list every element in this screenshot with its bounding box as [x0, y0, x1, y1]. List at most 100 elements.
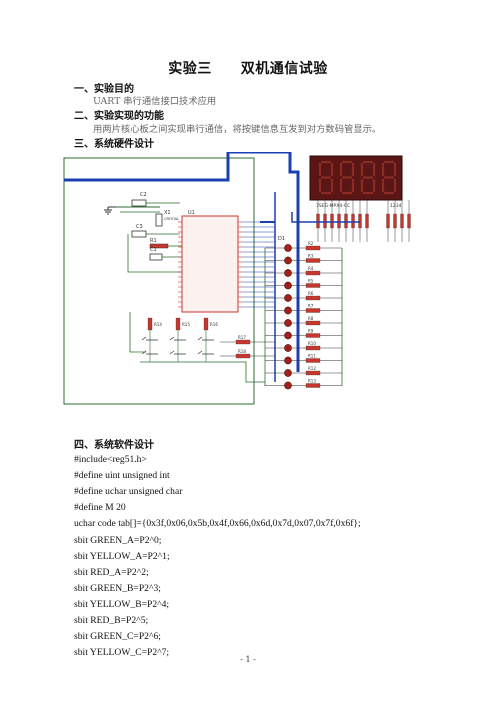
code-line: #define uint unsigned int — [74, 470, 170, 482]
circuit-schematic: C2 C3 X1 CRYSTAL R1 C1 U1 7SEG-MPX4-CC 1… — [63, 152, 411, 405]
pin-resistor — [358, 213, 362, 229]
led-resistor — [305, 270, 321, 276]
switch-resistor — [235, 353, 251, 359]
code-line: sbit YELLOW_A=P2^1; — [74, 550, 170, 562]
push-switch — [197, 336, 214, 341]
pullup-resistor — [147, 317, 153, 331]
resistor-label: R6 — [308, 291, 314, 296]
code-line: sbit RED_A=P2^2; — [74, 566, 149, 578]
led-indicator — [284, 244, 292, 252]
code-line: sbit RED_B=P2^5; — [74, 615, 149, 626]
resistor-label: R8 — [308, 316, 314, 321]
code-line: sbit GREEN_B=P2^3; — [74, 582, 161, 594]
pin-resistor — [365, 213, 369, 229]
led-indicator — [284, 381, 292, 390]
pin-resistor — [316, 213, 320, 229]
resistor-label: R15 — [182, 322, 190, 327]
section-heading-purpose: 一、实验目的 — [74, 84, 134, 95]
page-number: - 1 - — [240, 655, 256, 664]
switch-resistor — [235, 339, 251, 345]
c3-label: C3 — [136, 224, 143, 230]
schematic-frame — [63, 157, 255, 405]
capacitor-c1 — [149, 253, 163, 261]
r1-label: R1 — [150, 238, 157, 244]
pin-resistor — [330, 213, 334, 229]
push-switch — [169, 350, 186, 355]
data-bus-wire — [64, 152, 300, 372]
resistor-label: R16 — [210, 322, 218, 327]
page-title: 实验三 双机通信试验 — [168, 61, 328, 77]
pin-resistor — [407, 213, 411, 229]
resistor-label: R11 — [308, 354, 316, 359]
resistor-label: R14 — [154, 322, 162, 327]
capacitor-c3 — [131, 230, 147, 238]
display-wire — [291, 212, 360, 223]
code-line: sbit GREEN_A=P2^0; — [74, 534, 162, 546]
led-indicator — [284, 294, 292, 302]
resistor-label: R5 — [308, 279, 314, 284]
led-resistor — [305, 245, 321, 251]
push-switch — [141, 350, 158, 355]
d1-label: D1 — [278, 236, 285, 242]
push-switch — [197, 350, 214, 355]
display-pin-resistors — [291, 200, 411, 242]
pin-resistor — [323, 213, 327, 229]
led-indicator — [284, 281, 292, 290]
resistor-label: R10 — [308, 341, 316, 346]
display-right-label: 1234 — [390, 203, 402, 209]
led-resistor — [305, 345, 321, 351]
code-line: sbit YELLOW_B=P2^4; — [74, 598, 170, 610]
ground-icon — [104, 206, 120, 215]
code-line: sbit YELLOW_C=P2^7; — [74, 647, 170, 659]
pin-resistor — [344, 213, 348, 229]
led-resistor — [305, 295, 321, 301]
x1-label: X1 — [164, 210, 171, 216]
led-resistor — [305, 370, 321, 376]
pin-resistor — [386, 213, 390, 229]
resistor-label: R13 — [308, 379, 316, 384]
led-indicator — [284, 344, 292, 352]
resistor-label: R7 — [308, 304, 314, 309]
led-indicator — [284, 256, 292, 265]
resistor-label: R9 — [308, 329, 314, 334]
c1-label: C1 — [150, 247, 157, 253]
led-indicator — [284, 306, 292, 315]
pin-resistor — [337, 213, 341, 229]
led-resistor — [305, 333, 321, 338]
crystal-label: CRYSTAL — [164, 217, 179, 221]
code-line: #define uchar unsigned char — [74, 486, 183, 498]
resistor-label: R4 — [308, 266, 314, 271]
led-indicator — [284, 369, 292, 377]
led-resistor — [305, 308, 321, 313]
pin-resistor — [400, 213, 404, 229]
led-resistor — [305, 283, 321, 288]
code-line: #define M 20 — [74, 502, 126, 514]
c2-label: C2 — [140, 192, 147, 198]
code-line: sbit GREEN_C=P2^6; — [74, 631, 161, 643]
section-heading-functions: 二、实验实现的功能 — [74, 111, 164, 122]
code-line: #include<reg51.h> — [74, 454, 147, 465]
display-left-label: 7SEG-MPX4-CC — [316, 203, 350, 209]
led-resistor — [305, 320, 321, 326]
resistor-label: R12 — [308, 366, 316, 371]
capacitor-c2 — [131, 199, 147, 207]
pin-resistor — [393, 213, 397, 229]
led-resistor — [305, 383, 321, 388]
led-resistor — [305, 358, 321, 363]
pullup-resistor — [175, 317, 181, 331]
chip-pins — [178, 221, 275, 308]
push-switch — [169, 336, 186, 341]
ground-return-wire — [129, 312, 146, 353]
led-indicator — [284, 319, 292, 327]
pin-resistor — [351, 213, 355, 229]
section-heading-software: 四、系统软件设计 — [74, 440, 154, 451]
section-body-purpose: UART 串行通信接口技术应用 — [93, 96, 217, 107]
push-switch — [141, 336, 158, 341]
led-resistor — [305, 258, 321, 263]
resistor-label: R2 — [308, 241, 314, 246]
resistor-label: R17 — [238, 335, 246, 340]
resistor-label: R18 — [238, 349, 246, 354]
